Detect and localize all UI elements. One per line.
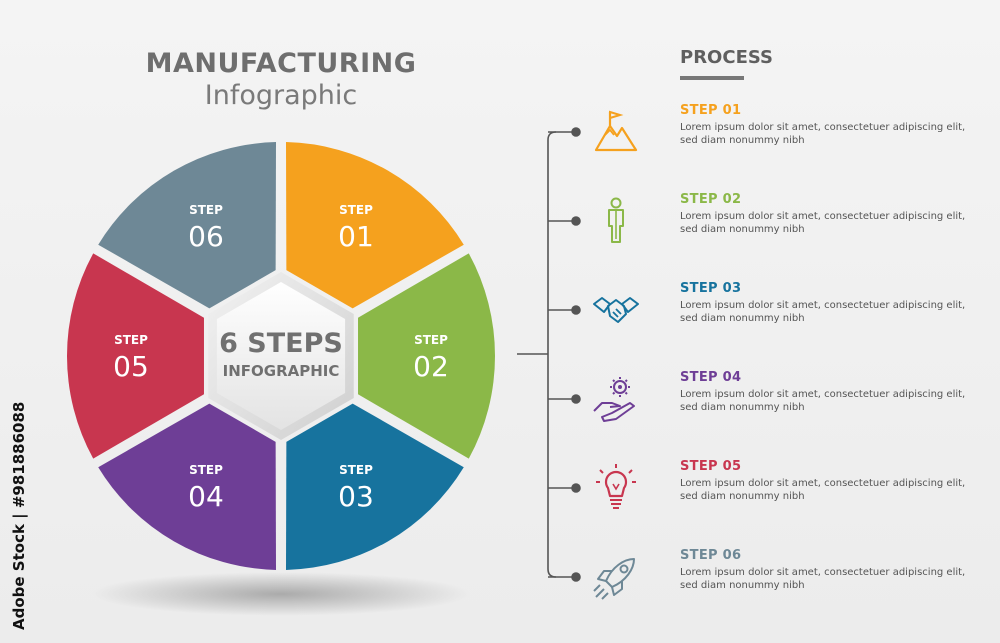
connector-dot [571, 127, 581, 137]
wheel-segment-number: 03 [338, 480, 374, 513]
process-title: PROCESS [680, 47, 773, 68]
process-step: STEP 03 Lorem ipsum dolor sit amet, conse… [680, 281, 980, 325]
process-step: STEP 02 Lorem ipsum dolor sit amet, conse… [680, 192, 980, 236]
wheel-segment-04: STEP 04 [98, 403, 277, 570]
wheel-segment-number: 02 [413, 350, 449, 383]
wheel-segment-shape [285, 142, 464, 309]
wheel-segment-05: STEP 05 [66, 253, 204, 459]
process-step-title: STEP 06 [680, 548, 742, 563]
process-step: STEP 04 Lorem ipsum dolor sit amet, conse… [680, 370, 980, 414]
wheel-segment-06: STEP 06 [98, 142, 277, 309]
process-step: STEP 05 Lorem ipsum dolor sit amet, conse… [680, 459, 980, 503]
wheel-segment-shape [358, 253, 495, 459]
center-line-1: 6 STEPS [219, 328, 343, 359]
watermark-text: Adobe Stock | #981886088 [10, 401, 28, 630]
wheel-segment-03: STEP 03 [285, 403, 464, 570]
center-line-2: INFOGRAPHIC [223, 362, 340, 380]
watermark: Adobe Stock | #981886088 [10, 400, 30, 630]
process-step-description: Lorem ipsum dolor sit amet, consectetuer… [680, 567, 966, 591]
wheel-segment-number: 04 [188, 480, 224, 513]
lightbulb-icon [590, 462, 642, 514]
process-step: STEP 06 Lorem ipsum dolor sit amet, conse… [680, 548, 980, 592]
process-step-description: Lorem ipsum dolor sit amet, consectetuer… [680, 211, 966, 235]
page-subtitle: Infographic [204, 80, 358, 111]
wheel-shadow [91, 572, 471, 616]
wheel-segment-shape [285, 403, 464, 570]
connector-dot [571, 483, 581, 493]
center-hex [216, 282, 346, 430]
connector-dot [571, 305, 581, 315]
mountain-flag-icon [590, 106, 642, 158]
wheel-segment-label: STEP [339, 203, 373, 217]
hand-gear-icon [590, 373, 642, 425]
process-title-underline [680, 76, 744, 80]
process-step-description: Lorem ipsum dolor sit amet, consectetuer… [680, 389, 966, 413]
process-step-title: STEP 05 [680, 459, 742, 474]
wheel-segment-label: STEP [339, 463, 373, 477]
wheel-segment-label: STEP [189, 203, 223, 217]
wheel-segment-01: STEP 01 [285, 142, 464, 309]
person-icon [590, 195, 642, 247]
wheel-segment-number: 05 [113, 350, 149, 383]
process-step-description: Lorem ipsum dolor sit amet, consectetuer… [680, 478, 966, 502]
handshake-icon [590, 284, 642, 336]
page-title: MANUFACTURING [145, 48, 417, 79]
wheel-segment-shape [98, 142, 277, 309]
wheel-segment-label: STEP [414, 333, 448, 347]
process-step-title: STEP 01 [680, 103, 742, 118]
wheel-segment-label: STEP [189, 463, 223, 477]
connector-dot [571, 572, 581, 582]
wheel-segment-number: 06 [188, 220, 224, 253]
rocket-icon [590, 551, 642, 603]
process-step: STEP 01 Lorem ipsum dolor sit amet, conse… [680, 103, 980, 147]
wheel-segment-shape [66, 253, 204, 459]
process-step-description: Lorem ipsum dolor sit amet, consectetuer… [680, 122, 966, 146]
wheel-segment-label: STEP [114, 333, 148, 347]
process-step-title: STEP 03 [680, 281, 742, 296]
wheel-segment-02: STEP 02 [358, 253, 495, 459]
process-step-title: STEP 02 [680, 192, 742, 207]
connector-dot [571, 394, 581, 404]
connector-dot [571, 216, 581, 226]
process-step-title: STEP 04 [680, 370, 742, 385]
wheel-segment-shape [98, 403, 277, 570]
wheel-segment-number: 01 [338, 220, 374, 253]
process-step-description: Lorem ipsum dolor sit amet, consectetuer… [680, 300, 966, 324]
connector-spine [547, 131, 557, 578]
